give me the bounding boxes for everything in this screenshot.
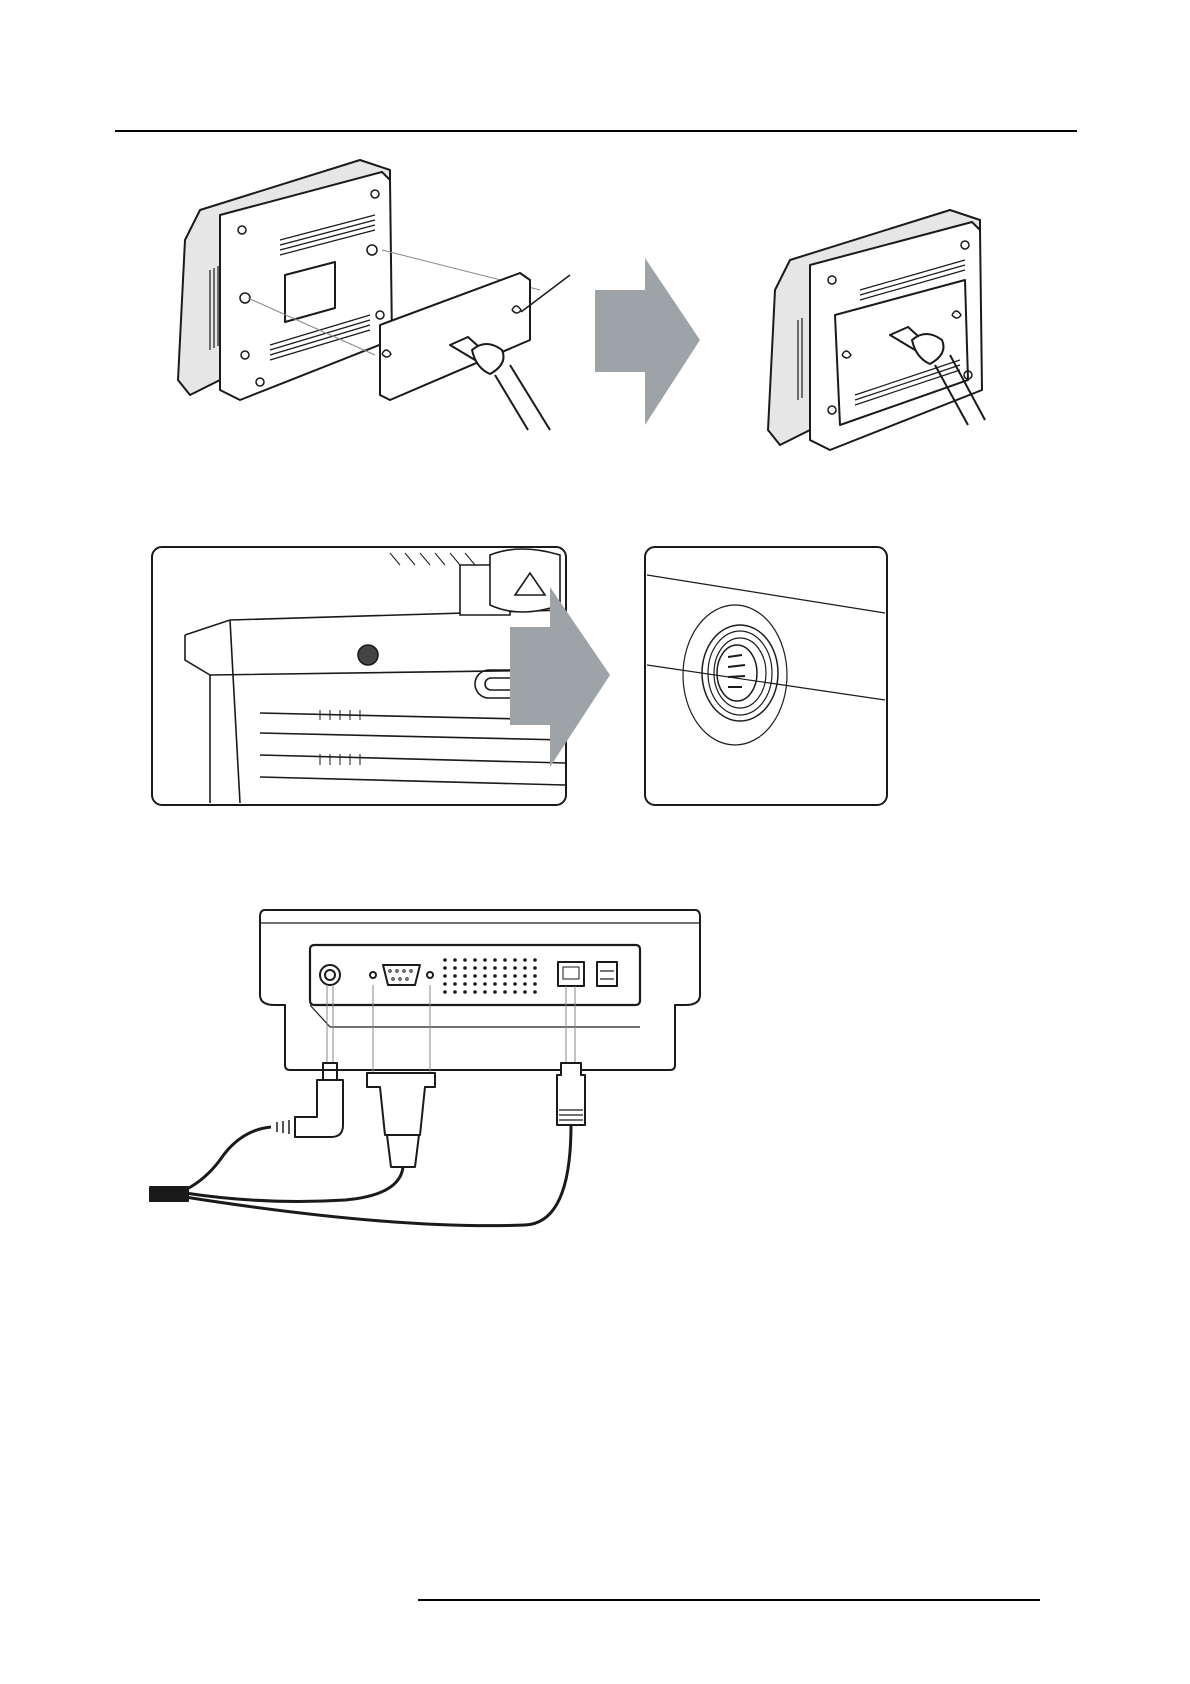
figure-mounting-plate bbox=[150, 150, 1090, 470]
connector-closeup-illustration bbox=[150, 545, 890, 807]
rear-panel-illustration bbox=[145, 905, 705, 1240]
figure-connector-closeup bbox=[150, 545, 890, 807]
mounting-plate-illustration bbox=[150, 150, 1090, 470]
step-arrow-1 bbox=[595, 258, 700, 425]
figure-rear-panel-cabling bbox=[145, 905, 705, 1240]
header-rule bbox=[115, 130, 1077, 132]
cable-end bbox=[150, 1187, 188, 1201]
footer-rule bbox=[418, 1599, 1040, 1601]
